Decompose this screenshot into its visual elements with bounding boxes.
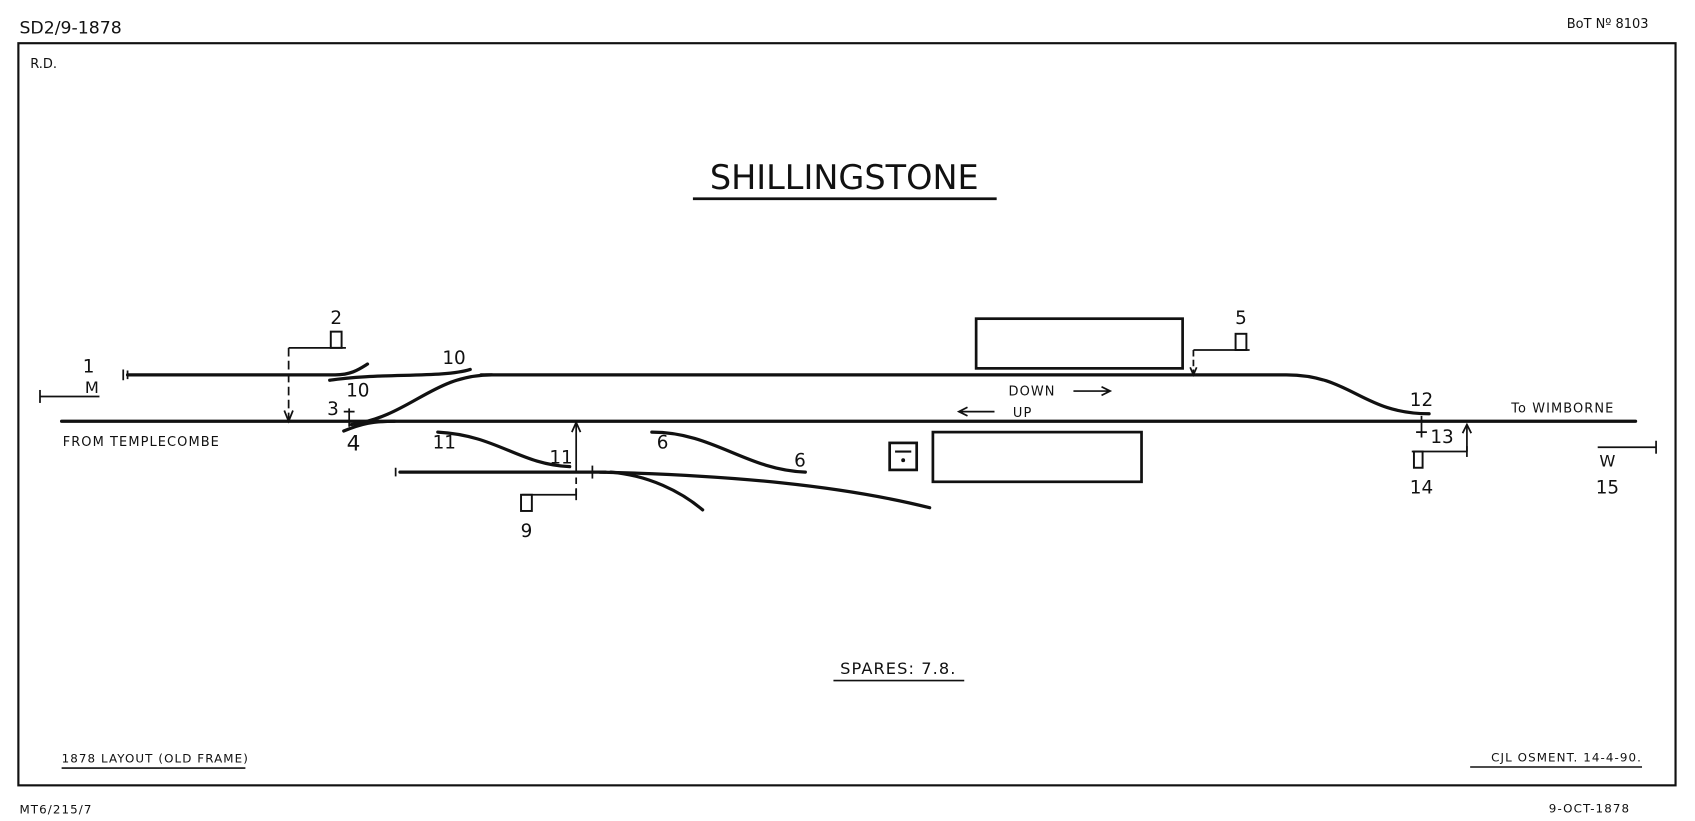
ref-right: BoT Nº 8103 bbox=[1567, 17, 1649, 32]
from-label: FROM TEMPLECOMBE bbox=[63, 435, 220, 450]
corner-label: R.D. bbox=[30, 57, 57, 72]
station-title: SHILLINGSTONE bbox=[710, 158, 979, 197]
buffer-stop-west bbox=[122, 369, 129, 381]
siding-branch bbox=[609, 470, 705, 512]
date-bottom: 9-OCT-1878 bbox=[1549, 801, 1630, 815]
lever-15: 15 bbox=[1596, 478, 1619, 499]
down-main-line bbox=[479, 373, 1431, 416]
cross-mark-13 bbox=[1416, 415, 1427, 438]
lever-13: 13 bbox=[1430, 427, 1453, 448]
diagram-border bbox=[17, 42, 1677, 787]
signal-box-icon bbox=[888, 441, 919, 472]
signal-1 bbox=[39, 389, 100, 403]
down-platform bbox=[974, 317, 1184, 370]
point-11 bbox=[436, 430, 572, 469]
spares-label: SPARES: 7.8. bbox=[840, 659, 956, 678]
lever-6b: 6 bbox=[794, 451, 806, 472]
layout-note: 1878 LAYOUT (OLD FRAME) bbox=[62, 752, 249, 766]
lever-9: 9 bbox=[521, 521, 533, 542]
lever-10a: 10 bbox=[442, 348, 465, 369]
crossover-10 bbox=[328, 367, 472, 382]
up-label: UP bbox=[1013, 406, 1032, 421]
down-arrow-icon bbox=[1073, 385, 1113, 397]
crossover-up-down bbox=[349, 373, 494, 427]
ref-bottom: MT6/215/7 bbox=[19, 802, 92, 816]
signal-2 bbox=[283, 330, 346, 424]
up-arrow-icon bbox=[956, 406, 995, 417]
signal-5 bbox=[1189, 332, 1250, 378]
lever-10b: 10 bbox=[346, 380, 369, 401]
signal-1-type: M bbox=[85, 378, 99, 397]
down-label: DOWN bbox=[1009, 384, 1056, 399]
lever-2: 2 bbox=[330, 308, 342, 329]
up-platform bbox=[931, 430, 1143, 484]
lever-4: 4 bbox=[347, 431, 361, 456]
signal-15-type: W bbox=[1599, 452, 1615, 471]
lever-5: 5 bbox=[1235, 308, 1247, 329]
author-note: CJL OSMENT. 14-4-90. bbox=[1491, 751, 1642, 765]
signal-9 bbox=[520, 420, 582, 512]
signal-14 bbox=[1411, 422, 1473, 469]
signal-15 bbox=[1597, 440, 1657, 454]
lever-11b: 11 bbox=[549, 447, 572, 468]
lever-3: 3 bbox=[327, 399, 339, 420]
to-label: To WIMBORNE bbox=[1510, 402, 1614, 417]
trap-point-4 bbox=[342, 419, 397, 433]
point-6 bbox=[650, 430, 807, 474]
lever-11a: 11 bbox=[433, 432, 456, 453]
down-line-west bbox=[125, 362, 370, 377]
lever-14: 14 bbox=[1410, 478, 1433, 499]
lever-12: 12 bbox=[1410, 390, 1433, 411]
cross-mark-3 bbox=[343, 408, 355, 427]
ref-left: SD2/9-1878 bbox=[19, 18, 121, 38]
lever-1: 1 bbox=[83, 357, 95, 378]
lever-6a: 6 bbox=[657, 432, 669, 453]
siding-long bbox=[598, 470, 932, 510]
